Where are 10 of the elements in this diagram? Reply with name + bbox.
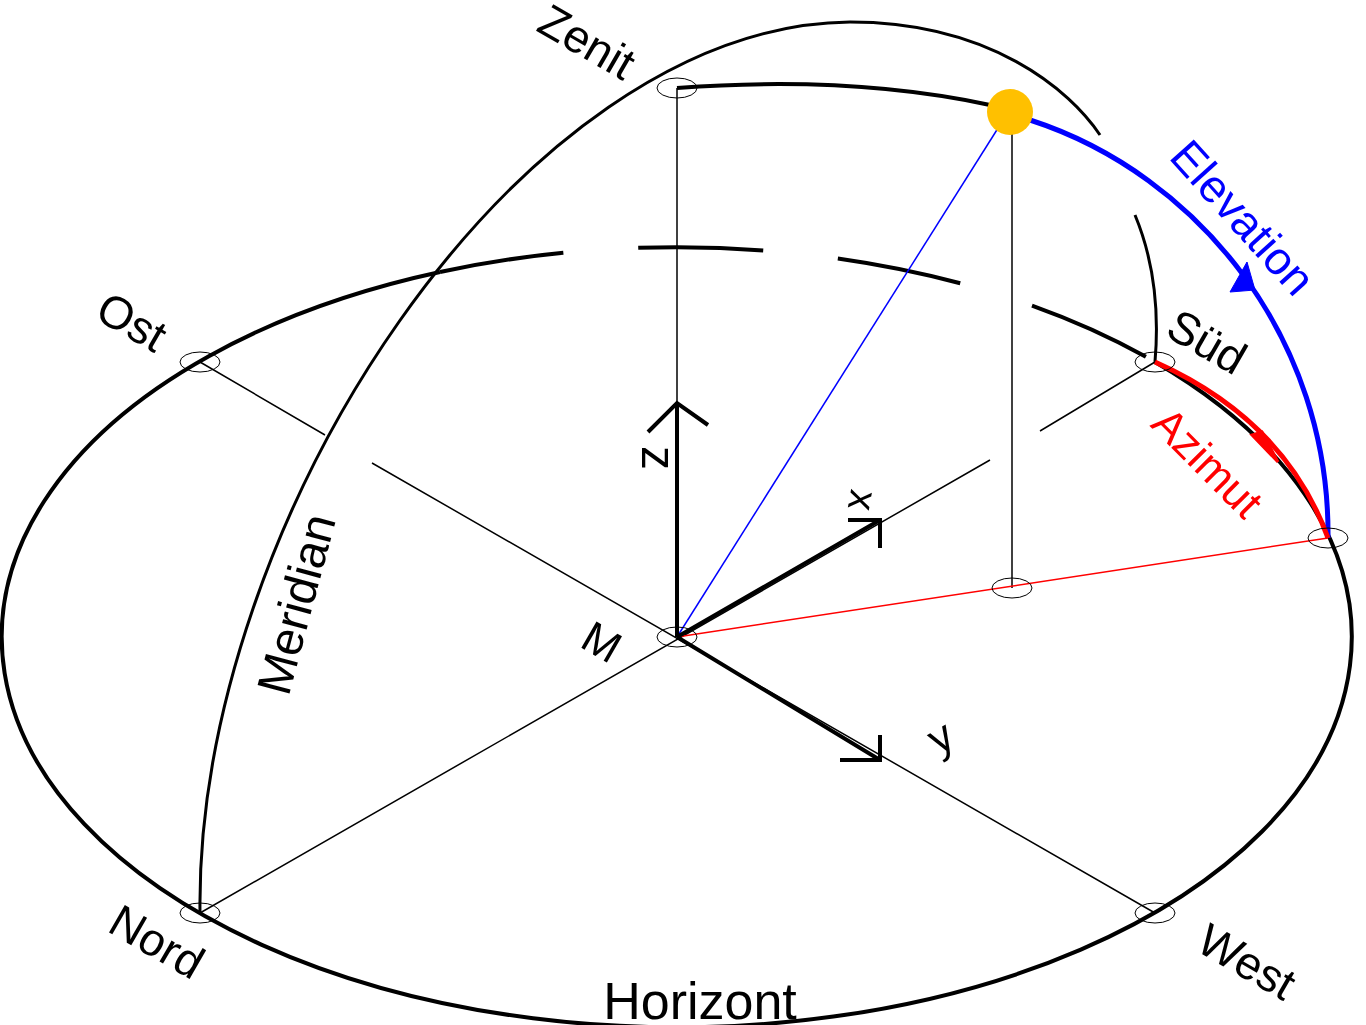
direction-label: Ost — [87, 281, 176, 363]
direction-label: Süd — [1158, 298, 1256, 385]
direction-label: Nord — [100, 894, 214, 990]
circle-label: Meridian — [246, 508, 346, 700]
axis-label: x — [840, 486, 887, 515]
point-label: M — [573, 611, 631, 673]
circle-label: Horizont — [603, 971, 797, 1025]
axis-label: y — [918, 709, 962, 764]
point-label: Zenit — [529, 0, 645, 90]
axis-label: z — [632, 446, 686, 470]
